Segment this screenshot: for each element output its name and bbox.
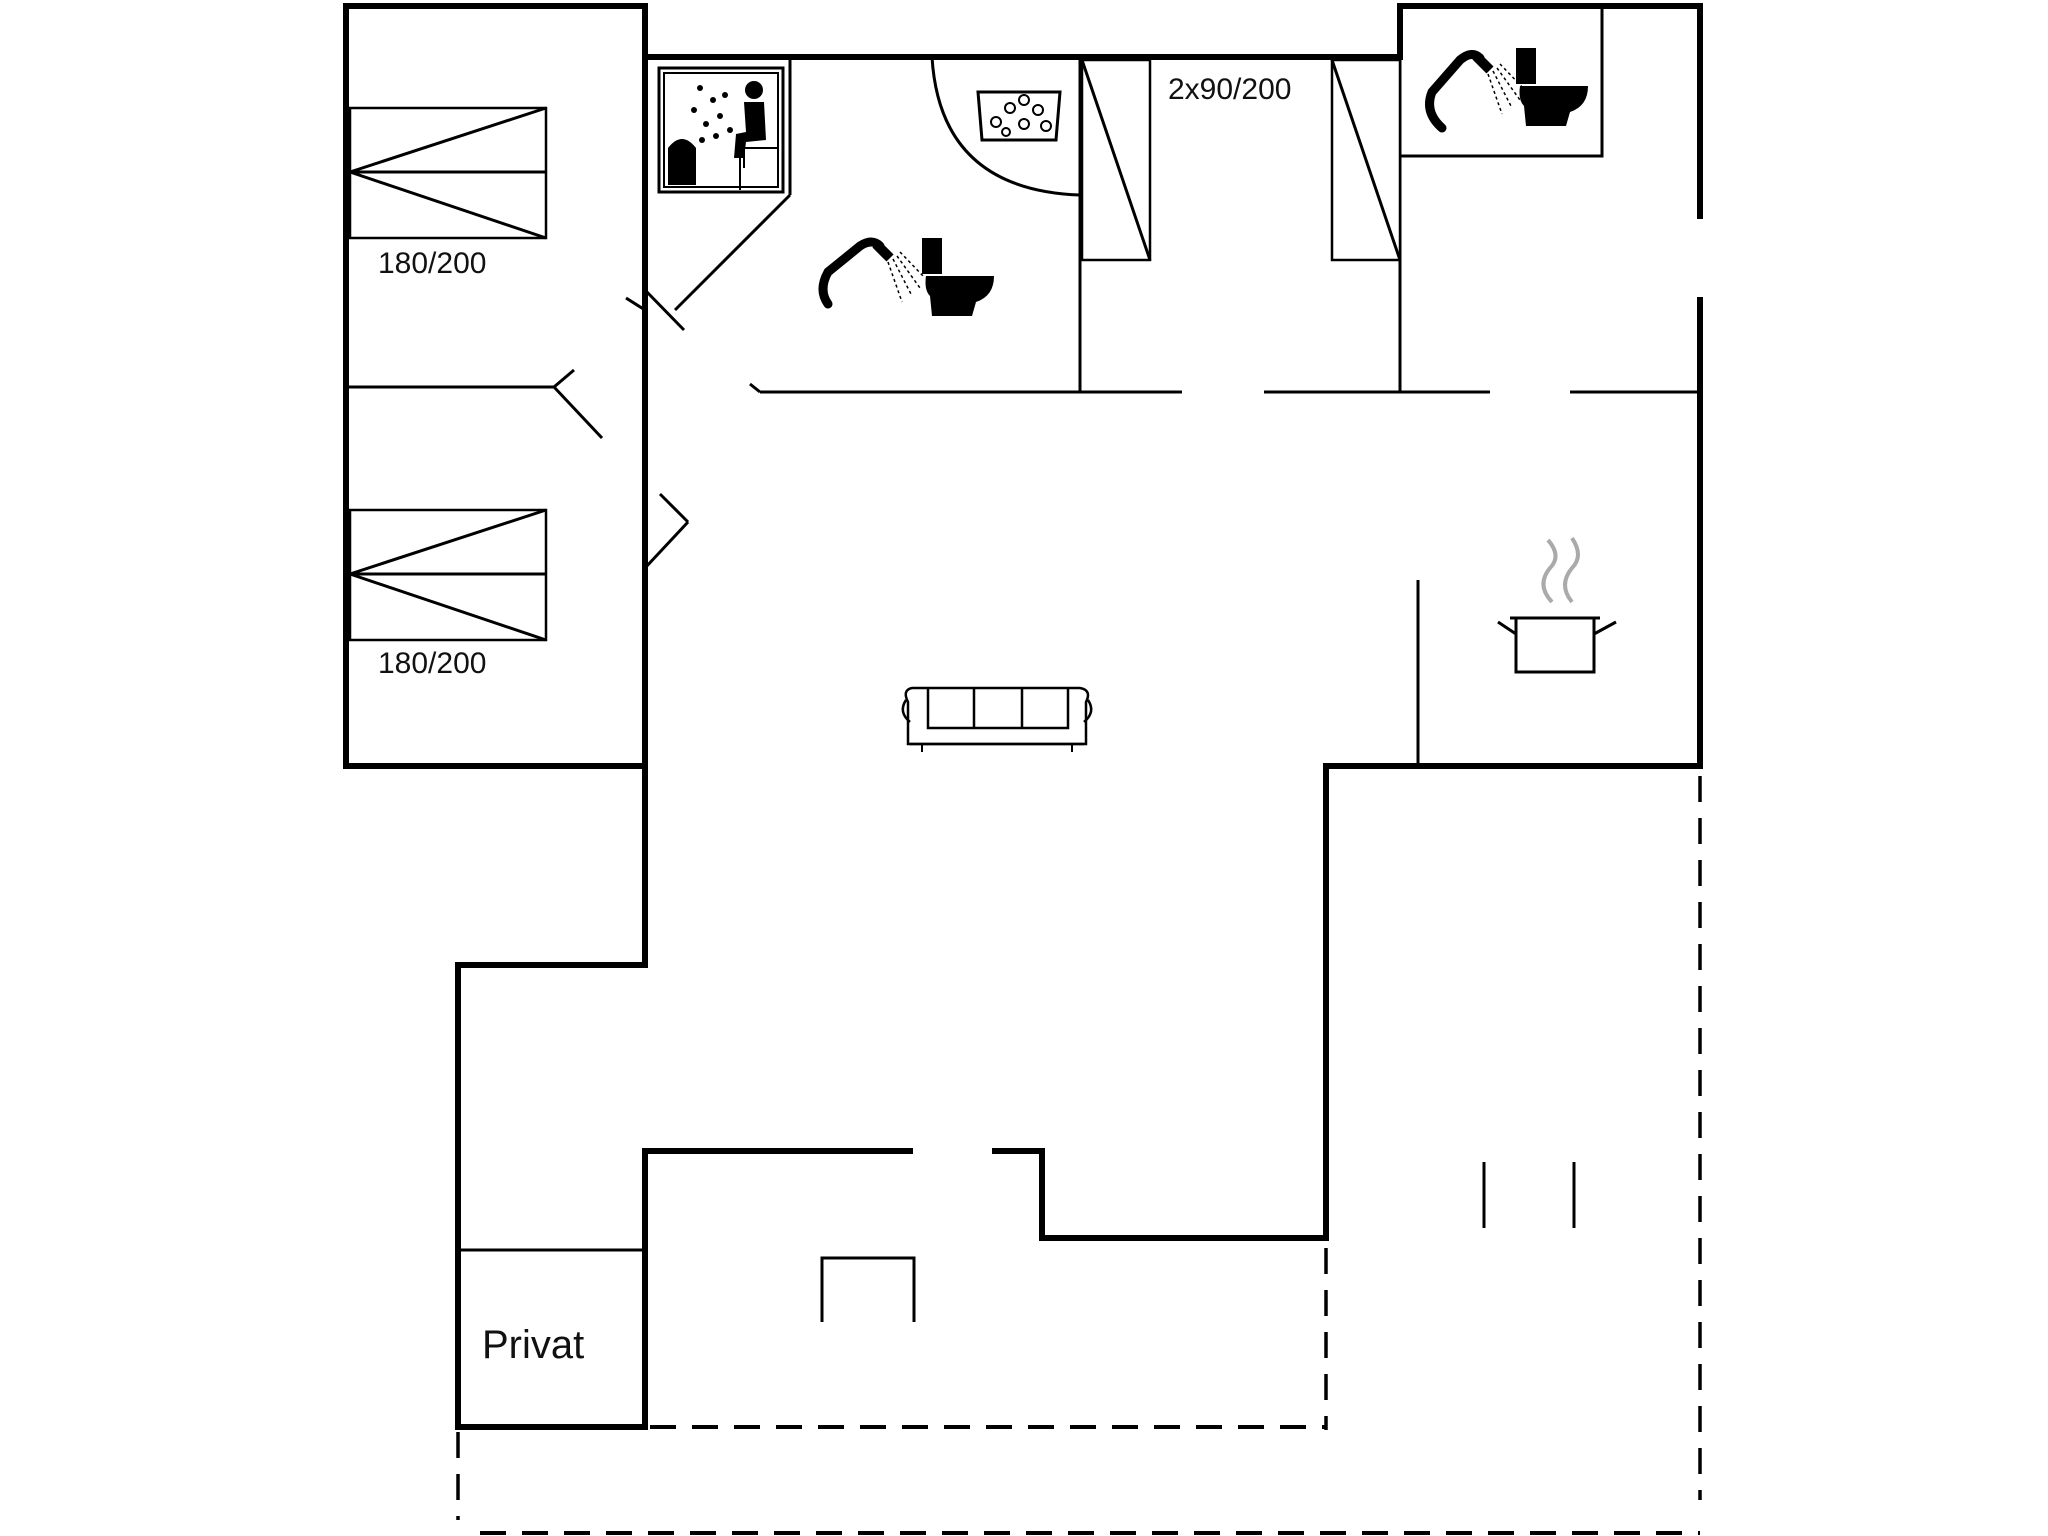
bed-bedroom-1 xyxy=(348,106,548,240)
terrace-outline xyxy=(456,776,1702,1535)
private-room-label: Privat xyxy=(482,1323,584,1367)
shower-icon xyxy=(1425,50,1526,133)
cooking-pot-icon xyxy=(1497,536,1617,674)
whirlpool-icon xyxy=(976,90,1062,142)
sauna-icon xyxy=(657,66,785,194)
bed-size-label-2: 180/200 xyxy=(378,647,486,680)
terrace-bench xyxy=(1482,1162,1576,1228)
interior-walls xyxy=(346,6,1700,766)
terrace-table xyxy=(820,1256,916,1322)
toilet-icon xyxy=(922,238,994,316)
bed-size-label-3: 2x90/200 xyxy=(1168,73,1291,106)
bed-bedroom-3 xyxy=(1080,58,1402,262)
bed-bedroom-2 xyxy=(348,508,548,642)
shower-icon xyxy=(818,237,926,309)
bed-size-label-1: 180/200 xyxy=(378,247,486,280)
toilet-icon xyxy=(1516,48,1588,126)
sofa-icon xyxy=(901,686,1093,752)
